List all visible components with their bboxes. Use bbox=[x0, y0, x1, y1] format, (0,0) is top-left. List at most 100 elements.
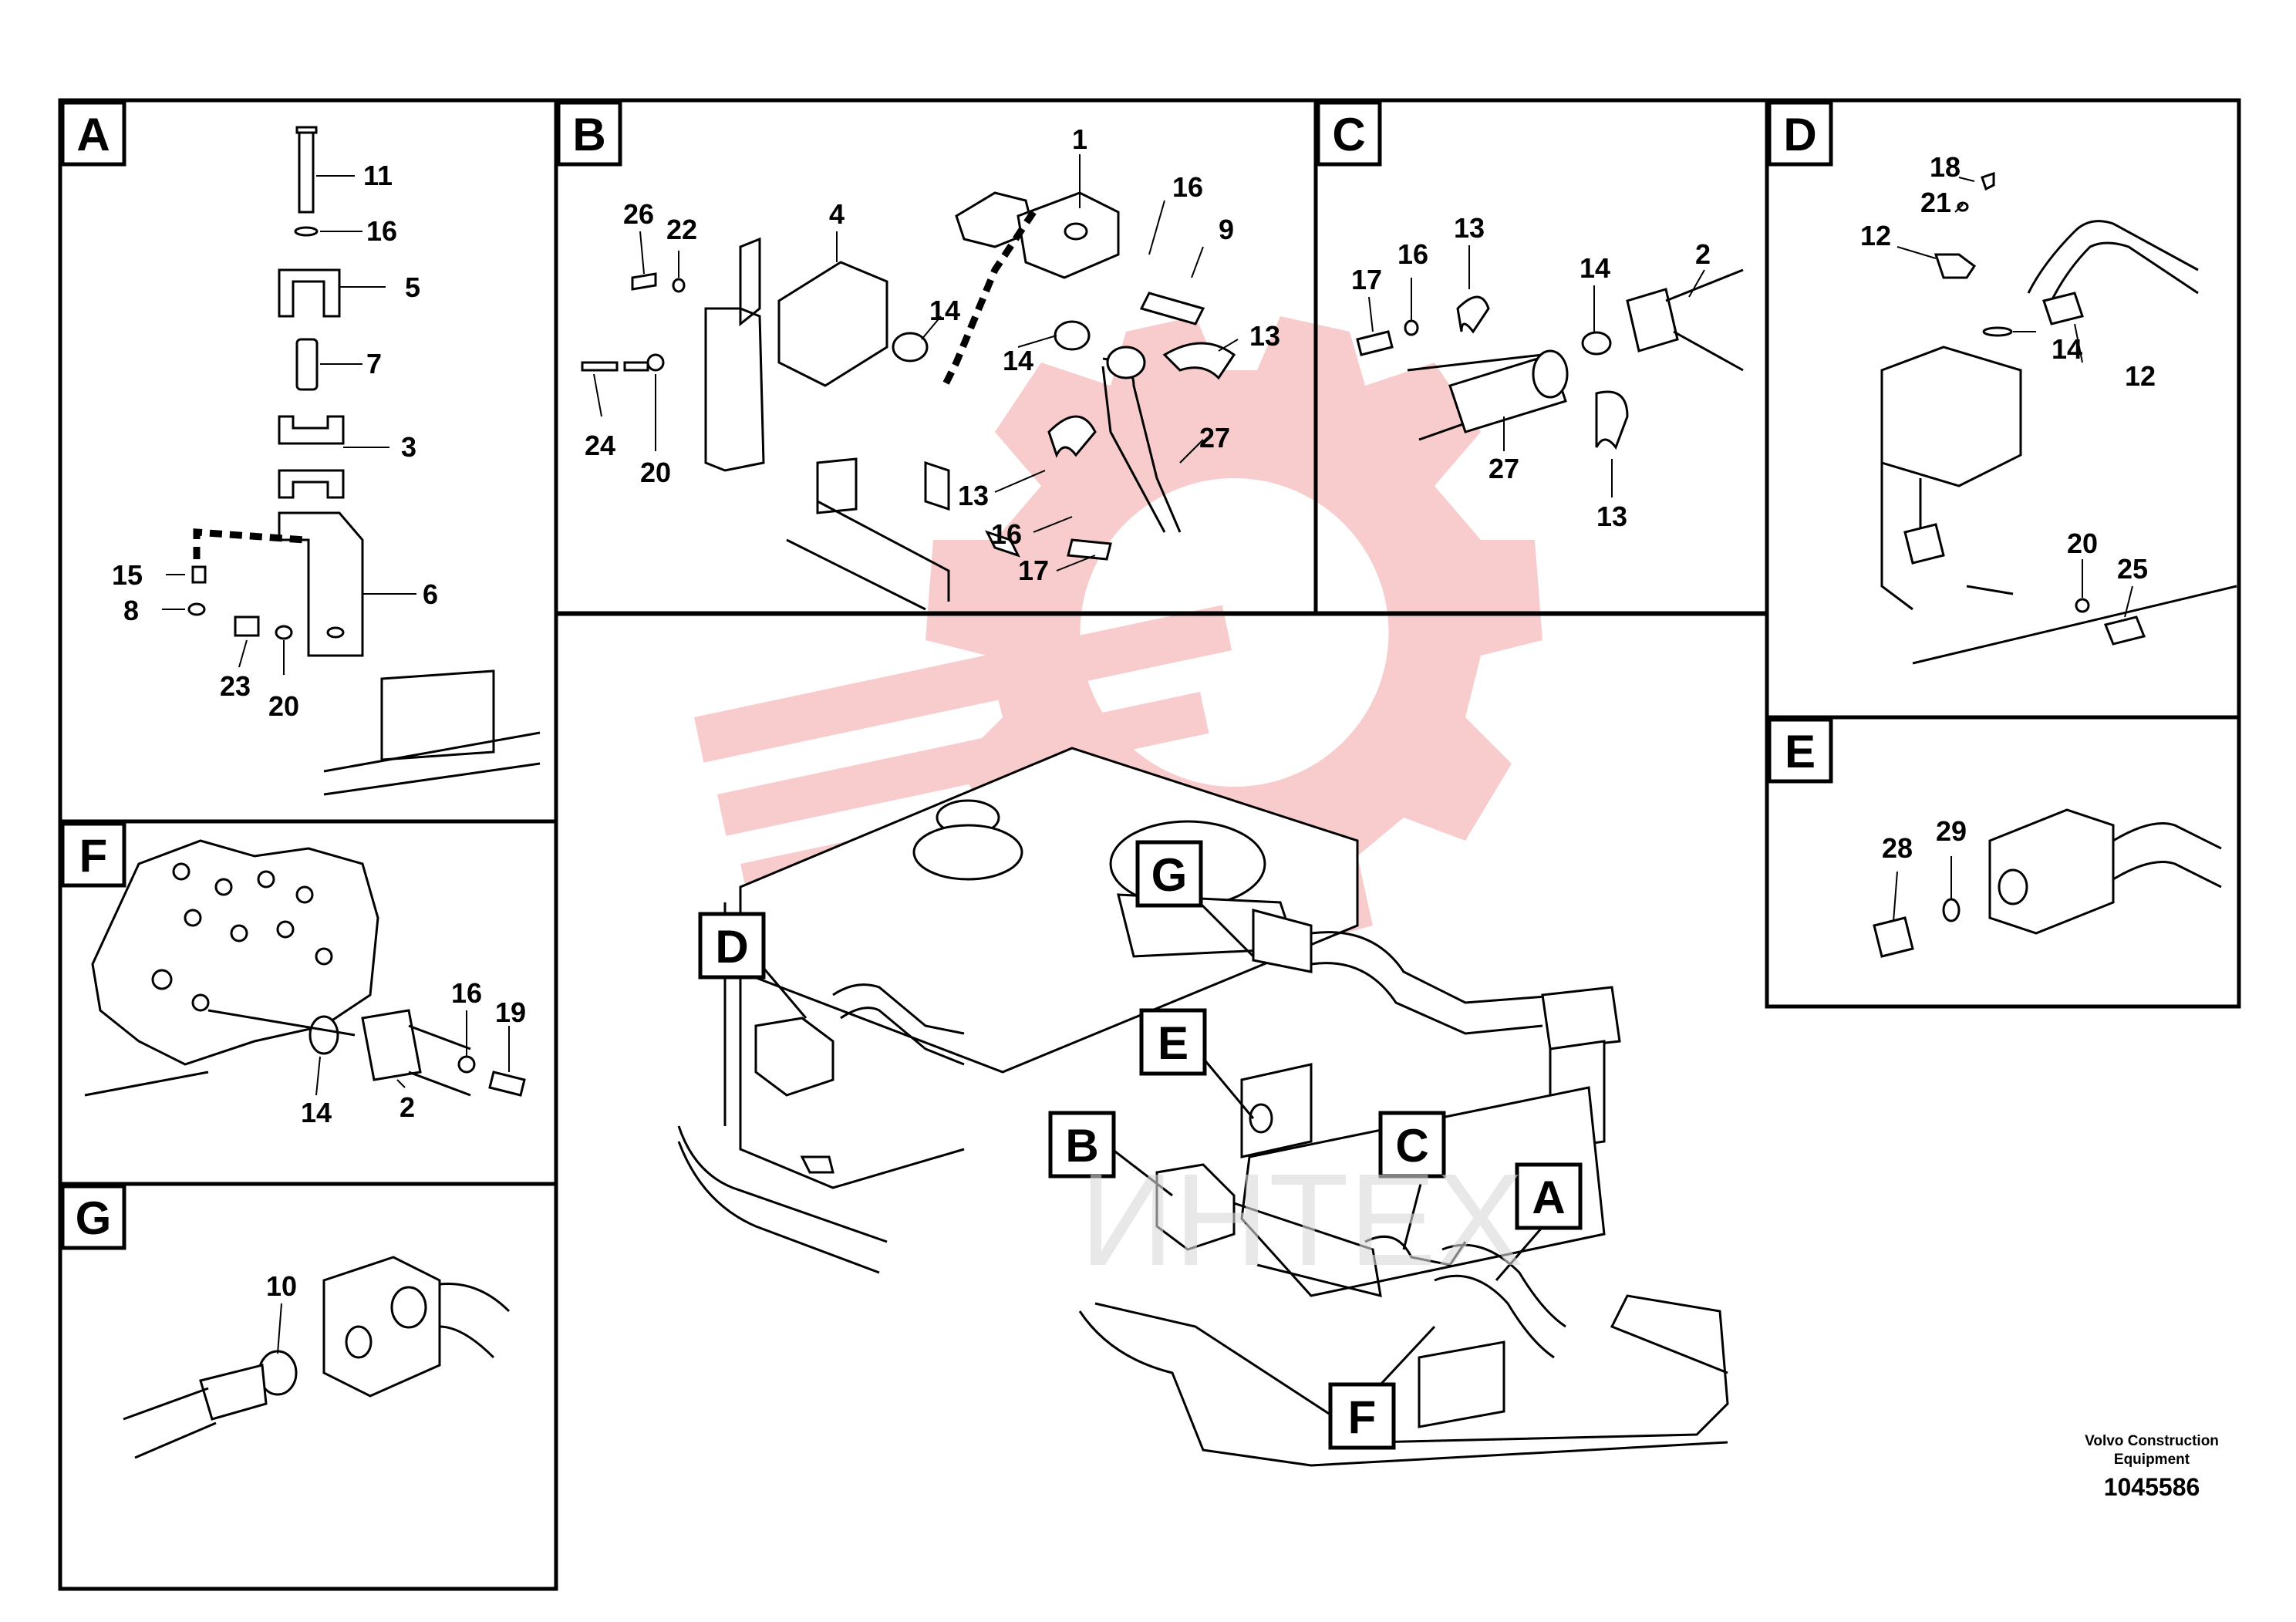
watermark-text: ИНТЕХ bbox=[1080, 1147, 1524, 1293]
callout-c-6: 27 bbox=[1489, 453, 1519, 484]
section-b-tag bbox=[556, 100, 622, 167]
callout-f-3: 14 bbox=[301, 1097, 332, 1128]
callout-d-1: 18 bbox=[1930, 151, 1961, 183]
callout-e-1: 28 bbox=[1882, 832, 1913, 864]
panel-a-dashed-routes bbox=[193, 528, 305, 559]
callout-a-4: 7 bbox=[366, 348, 382, 379]
section-g-tag bbox=[60, 1184, 126, 1250]
section-f-letter: F bbox=[79, 830, 108, 882]
panel-b-drawing bbox=[581, 191, 1236, 611]
panel-e-drawing bbox=[1873, 808, 2222, 958]
overview-label-a: A bbox=[1532, 1172, 1565, 1223]
panel-c-leaders bbox=[1368, 245, 1705, 497]
section-c-letter: C bbox=[1332, 109, 1365, 160]
callout-f-2: 19 bbox=[495, 996, 526, 1028]
callout-b-11: 20 bbox=[640, 457, 671, 488]
panel-d-leaders bbox=[1896, 177, 2133, 618]
overview-a-box bbox=[1515, 1162, 1583, 1230]
section-b-letter: B bbox=[572, 109, 605, 160]
section-a-letter: A bbox=[76, 109, 110, 160]
overview-label-b: B bbox=[1065, 1120, 1098, 1172]
section-e-tag bbox=[1767, 717, 1833, 784]
callout-f-1: 16 bbox=[451, 977, 482, 1009]
callout-d-6: 20 bbox=[2067, 528, 2098, 559]
callout-c-3: 16 bbox=[1397, 238, 1428, 270]
callout-b-13: 16 bbox=[991, 518, 1022, 550]
callout-b-2: 16 bbox=[1172, 171, 1203, 203]
overview-label-d: D bbox=[715, 921, 748, 973]
callout-b-12: 13 bbox=[958, 480, 989, 511]
callout-b-3: 9 bbox=[1219, 214, 1234, 245]
callout-c-1: 13 bbox=[1454, 212, 1485, 244]
panel-a-drawing bbox=[187, 126, 541, 796]
overview-b-box bbox=[1048, 1111, 1116, 1179]
overview-e-box bbox=[1139, 1008, 1207, 1076]
callout-d-7: 25 bbox=[2117, 553, 2148, 585]
manufacturer-line-2: Equipment bbox=[2113, 1452, 2190, 1468]
callout-b-10: 24 bbox=[585, 430, 615, 461]
callout-a-1: 11 bbox=[363, 160, 393, 191]
manufacturer-line-1: Volvo Construction bbox=[2085, 1433, 2219, 1449]
callout-c-4: 14 bbox=[1580, 252, 1610, 284]
callout-e-2: 29 bbox=[1936, 815, 1967, 847]
document-number: 1045586 bbox=[2103, 1473, 2200, 1501]
callout-a-6: 6 bbox=[423, 578, 438, 610]
panel-c-drawing bbox=[1356, 268, 1744, 450]
panel-g-leaders bbox=[277, 1303, 282, 1354]
callout-a-9: 23 bbox=[220, 670, 251, 702]
callout-d-4: 14 bbox=[2052, 333, 2082, 365]
panel-frames bbox=[58, 98, 2241, 1591]
overview-label-c: C bbox=[1395, 1120, 1428, 1172]
callout-b-15: 27 bbox=[1199, 422, 1230, 454]
panel-a-leaders bbox=[162, 175, 416, 675]
callout-b-7: 14 bbox=[929, 295, 960, 326]
overview-g-box bbox=[1135, 840, 1203, 908]
callout-a-2: 16 bbox=[366, 215, 397, 247]
overview-d-box bbox=[698, 912, 766, 980]
callout-a-10: 20 bbox=[268, 690, 299, 722]
callout-b-6: 22 bbox=[666, 214, 697, 245]
section-d-tag bbox=[1767, 100, 1833, 167]
callout-c-5: 2 bbox=[1695, 238, 1711, 270]
callout-c-7: 13 bbox=[1596, 501, 1627, 532]
panel-g-drawing bbox=[123, 1256, 511, 1459]
panel-d-drawing bbox=[1880, 171, 2237, 665]
callout-g-1: 10 bbox=[266, 1270, 297, 1302]
overview-label-f: F bbox=[1348, 1391, 1377, 1443]
callout-a-5: 3 bbox=[401, 431, 416, 463]
callout-b-14: 17 bbox=[1018, 555, 1049, 586]
overview-label-e: E bbox=[1158, 1017, 1188, 1069]
callout-b-4: 4 bbox=[829, 198, 845, 230]
overview-machine-drawing bbox=[677, 747, 1729, 1467]
callout-a-7: 15 bbox=[112, 559, 143, 591]
section-d-letter: D bbox=[1783, 109, 1816, 160]
callout-b-5: 26 bbox=[623, 198, 654, 230]
callout-f-4: 2 bbox=[400, 1091, 415, 1123]
manufacturer-caption: Volvo Construction Equipment bbox=[2082, 1432, 2221, 1469]
panel-f-drawing bbox=[84, 839, 526, 1097]
section-c-tag bbox=[1316, 100, 1382, 167]
callout-b-8: 14 bbox=[1003, 345, 1033, 376]
section-letter-boxes bbox=[60, 100, 1833, 1250]
section-g-letter: G bbox=[76, 1192, 112, 1244]
panel-b-leaders bbox=[593, 154, 1239, 572]
overview-f-box bbox=[1328, 1382, 1396, 1450]
callout-d-2: 21 bbox=[1920, 187, 1951, 218]
callout-a-8: 8 bbox=[123, 595, 139, 626]
section-a-tag bbox=[60, 100, 126, 167]
callout-b-1: 1 bbox=[1072, 123, 1087, 155]
overview-callout-boxes bbox=[698, 840, 1583, 1450]
callout-c-2: 17 bbox=[1351, 264, 1382, 295]
callout-d-3: 12 bbox=[1860, 220, 1891, 251]
overview-c-box bbox=[1378, 1111, 1446, 1179]
callout-d-5: 12 bbox=[2125, 360, 2156, 392]
panel-f-leaders bbox=[315, 1010, 510, 1096]
callout-a-3: 5 bbox=[405, 271, 420, 303]
panel-b-dashed-routes bbox=[941, 210, 1037, 388]
section-e-letter: E bbox=[1785, 726, 1816, 777]
section-f-tag bbox=[60, 821, 126, 888]
overview-label-g: G bbox=[1151, 849, 1188, 901]
callout-b-9: 13 bbox=[1249, 320, 1280, 352]
panel-e-leaders bbox=[1893, 856, 1952, 922]
